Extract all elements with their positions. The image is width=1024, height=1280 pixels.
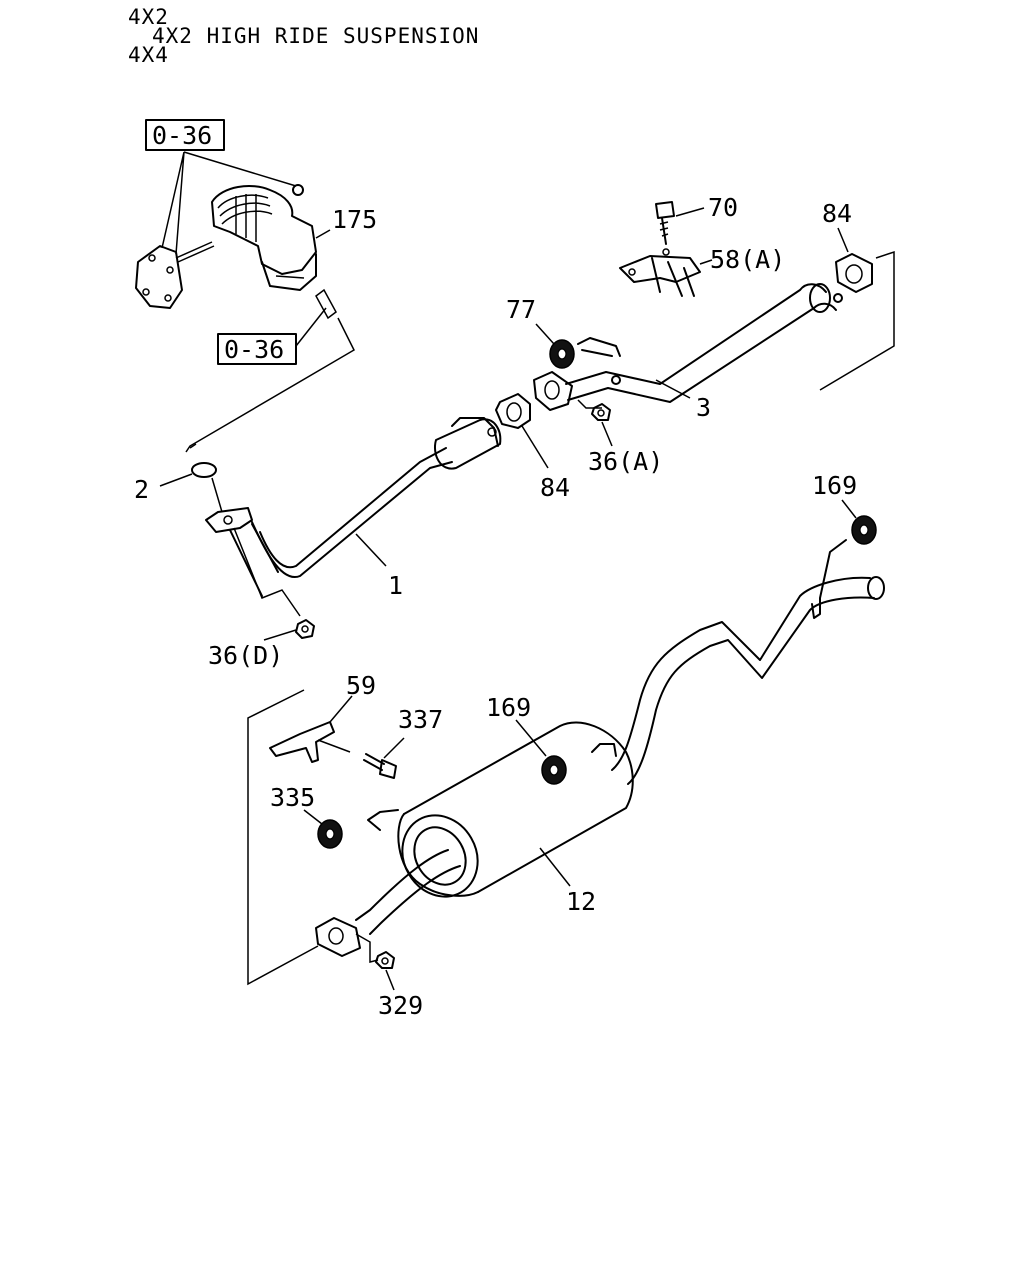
bolt-70[interactable] (655, 201, 675, 245)
header-line-1: 4X2 (128, 5, 169, 29)
nut-329[interactable] (375, 951, 395, 969)
nut-36d[interactable] (295, 619, 315, 639)
reference-box-bottom[interactable]: 0-36 (217, 333, 297, 365)
callout-36d: 36(D) (208, 641, 283, 670)
rear-muffler[interactable] (315, 539, 885, 957)
gasket-84-right[interactable] (835, 253, 873, 293)
reference-box-top[interactable]: 0-36 (145, 119, 225, 151)
hanger-bracket-59[interactable] (269, 721, 351, 763)
reference-label-top: 0-36 (152, 121, 212, 150)
rubber-hanger-77[interactable] (549, 339, 575, 369)
header-line-3: 4X4 (128, 43, 169, 67)
nut-36a[interactable] (591, 403, 611, 421)
callout-59: 59 (346, 671, 376, 700)
callout-84-mid: 84 (540, 473, 570, 502)
callout-84-right: 84 (822, 199, 852, 228)
reference-label-bottom: 0-36 (224, 335, 284, 364)
callout-12: 12 (566, 887, 596, 916)
callout-169-mid: 169 (486, 693, 531, 722)
callout-2: 2 (134, 475, 149, 504)
front-pipe[interactable] (205, 417, 502, 597)
callout-169-top: 169 (812, 471, 857, 500)
exhaust-manifold[interactable] (135, 184, 337, 320)
rubber-hanger-169-top[interactable] (851, 515, 877, 545)
intermediate-pipe[interactable] (533, 283, 843, 411)
callout-329: 329 (378, 991, 423, 1020)
callout-337: 337 (398, 705, 443, 734)
rubber-hanger-335[interactable] (317, 819, 343, 849)
callout-58a: 58(A) (710, 245, 785, 274)
rubber-hanger-169-mid[interactable] (541, 755, 567, 785)
bolt-337[interactable] (363, 753, 397, 779)
header-line-2: 4X2 HIGH RIDE SUSPENSION (152, 24, 480, 48)
hanger-bracket-58a[interactable] (619, 248, 701, 297)
callout-1: 1 (388, 571, 403, 600)
callout-175: 175 (332, 205, 377, 234)
gasket-84-mid[interactable] (495, 393, 531, 429)
callout-70: 70 (708, 193, 738, 222)
callout-36a: 36(A) (588, 447, 663, 476)
callout-3: 3 (696, 393, 711, 422)
callout-77: 77 (506, 295, 536, 324)
callout-335: 335 (270, 783, 315, 812)
o-ring-gasket[interactable] (191, 462, 217, 478)
